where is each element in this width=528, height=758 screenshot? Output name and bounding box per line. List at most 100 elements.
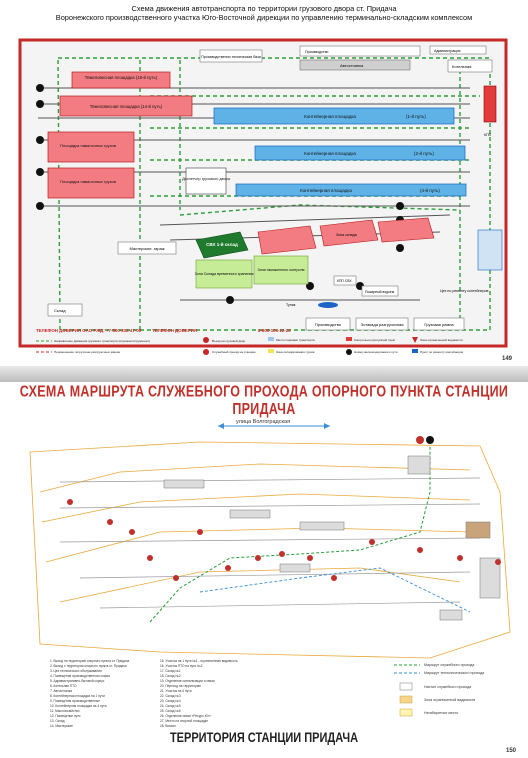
service-passage-footer: ТЕРРИТОРИЯ СТАНЦИИ ПРИДАЧА [169, 730, 359, 746]
production-base-label: Производственно техническая база [201, 55, 261, 59]
legend-item-4: Служебный проезд на станцию [212, 350, 256, 354]
legend-item-3: Въезд на грузовой двор [212, 339, 245, 343]
legend2-item-1: Маршрут служебного прохода [424, 663, 474, 667]
tech-route [199, 567, 471, 613]
hotline-label: ТЕЛЕФОН ДОВЕРИЯ [152, 328, 197, 333]
list1-item-3: 3. Цех технического обслуживания [50, 669, 102, 673]
hotline-number: 8-800-100-22-20 [258, 328, 291, 333]
list1-item-12: 12. Помещение пути [50, 714, 81, 718]
temporary-storage-zone [195, 259, 253, 289]
station-outline [29, 441, 511, 659]
list1-item-4: 4. Помещения производственного парка [50, 674, 110, 678]
list1-item-2: 2. Выход с территории опорного пункта ст… [50, 664, 127, 668]
container-platform-2 [254, 145, 466, 161]
legend-item-2: Перемещение погрузочно-разгрузочных маши… [54, 350, 121, 354]
svh-label: СВХ 1-й склад [206, 241, 238, 247]
cargo-ramp [413, 317, 465, 331]
numbered-markers [67, 436, 501, 581]
list2-item-11: 25. Склад №6 [160, 709, 181, 713]
warehouse-blocks [257, 217, 435, 255]
customs-zone-label: Зона таможенного контроля [258, 268, 305, 272]
svh-checkpoint [333, 275, 357, 286]
legend-item-6: Зона складирования грузов [276, 350, 315, 354]
list2-item-7: 21. Участок на 4 пути [160, 689, 192, 693]
legend-item-8: Номер железнодорожного пути [354, 350, 398, 354]
customs-zone [253, 255, 309, 285]
warehouse-zone-label: Зона склада [336, 233, 357, 237]
object-list-column-1: 1. Выход на территорию опорного пункта с… [50, 659, 129, 728]
warehouse-label: Склад [54, 308, 66, 313]
parking-area [299, 59, 411, 71]
container-repair-shop [477, 229, 503, 271]
temporary-storage-label: Зона Склада временного хранения [195, 272, 254, 276]
legend-item-1: Направление движения грузового транспорт… [54, 339, 150, 343]
fire-reservoir [361, 285, 399, 297]
list2-item-10: 24. Склад №5 [160, 704, 181, 708]
svh-warehouse [195, 231, 249, 259]
entry-marker [426, 436, 434, 444]
heavy-platform-18-label: Тяжеловесная площадка (18-й путь) [85, 75, 158, 80]
water-pond [318, 302, 338, 308]
bulk-cargo-area-2 [47, 167, 135, 199]
production-building [299, 45, 421, 57]
warehouse [47, 303, 83, 317]
production-base [199, 49, 263, 63]
service-passage-title: СХЕМА МАРШРУТА СЛУЖЕБНОГО ПРОХОДА ОПОРНО… [19, 382, 509, 418]
list2-item-5: 19. Отделение сигнализации и связи [160, 679, 215, 683]
svh-checkpoint-label: КПП СВХ [337, 279, 352, 283]
container-platform-4-track: (4-й путь) [420, 187, 440, 193]
container-platform-2-track: (2-й путь) [414, 150, 434, 156]
service-passage-legend: Маршрут служебного прохода Маршрут техно… [394, 663, 484, 717]
street-arrow [218, 423, 330, 429]
boiler-house-label: Котельная [452, 64, 471, 69]
container-repair-label: Цех по ремонту контейнеров [440, 289, 488, 293]
heavy-platform-18 [71, 71, 171, 89]
list1-item-6: 6. Котельная ПТО [50, 684, 77, 688]
dispatcher-label: Диспетчер грузового двора [182, 177, 231, 181]
page-number-149: 149 [502, 356, 513, 362]
traffic-scheme-title-line2: Воронежского производственного участка Ю… [55, 13, 473, 22]
legend2-item-3: Настил служебного прохода [424, 685, 471, 689]
list2-item-6: 20. Переход на территорию [160, 684, 202, 688]
list1-item-5: 5. Административно-бытовой корпус [50, 679, 105, 683]
traffic-scheme-title-line1: Схема движения автотранспорта по террито… [131, 4, 397, 13]
street-name: улица Волгоградская [236, 419, 290, 425]
service-passage-sheet: СХЕМА МАРШРУТА СЛУЖЕБНОГО ПРОХОДА ОПОРНО… [0, 382, 528, 758]
service-passage-map: улица Волгоградская [29, 419, 511, 728]
container-platform-2-label: Контейнерная площадка [304, 150, 356, 156]
list1-item-9: 9. Помещения производственные [50, 699, 100, 703]
list1-item-7: 7. Автостоянка [50, 689, 72, 693]
page-number-150: 150 [506, 748, 517, 754]
dead-end-label: Тупик [286, 303, 296, 307]
traffic-scheme-map: Тяжеловесная площадка (18-й путь) Тяжело… [18, 38, 508, 355]
bulk-cargo-area-2-label: Площадка навалочных грузов [60, 179, 116, 184]
traffic-legend: Направление движения грузового транспорт… [36, 337, 463, 355]
list1-item-13: 13. Склад [50, 719, 65, 723]
production-bottom-label: Производство [315, 322, 342, 327]
legend2-item-5: Негабаритное место [424, 711, 458, 715]
workshops-garage [117, 241, 177, 255]
list2-item-4: 18. Склад №2 [160, 674, 181, 678]
container-platform-1 [213, 107, 455, 125]
list2-item-8: 22. Склад №3 [160, 694, 181, 698]
legend2-item-4: Зона ограниченной видимости [424, 698, 475, 702]
legend-item-9: Зона ограниченной видимости [420, 338, 463, 342]
hotline-rzd: ТЕЛЕФОН ДОВЕРИЯ ОАО РЖД: +7-800-232-47-0… [36, 328, 142, 333]
object-list-column-2: 15. Участок на 1 пути №1 - ограниченная … [160, 659, 238, 728]
legend2-item-2: Маршрут технологического прохода [424, 671, 484, 675]
list1-item-1: 1. Выход на территорию опорного пункта с… [50, 659, 129, 663]
workshops-label: Мастерские, гараж [130, 246, 165, 251]
list1-item-8: 8. Контейнерная площадка на 1 пути [50, 694, 105, 698]
legend-item-7: Контрольно-пропускной пункт [354, 338, 396, 342]
heavy-platform-14-label: Тяжеловесная площадка (14-й путь) [90, 104, 163, 109]
list1-item-14: 14. Мастерские [50, 724, 73, 728]
list1-item-11: 11. Маслохозяйство [50, 709, 80, 713]
container-platform-1-track: (1-й путь) [406, 113, 426, 119]
list2-item-14: 28. Вокзал [160, 724, 176, 728]
checkpoint-label: КПП [484, 133, 492, 137]
legend-item-5: Место парковки транспорта [276, 338, 315, 342]
container-platform-4-label: Контейнерная площадка [300, 187, 352, 193]
container-platform-4 [235, 183, 467, 197]
service-route [149, 446, 431, 623]
station-tracks [59, 477, 481, 609]
